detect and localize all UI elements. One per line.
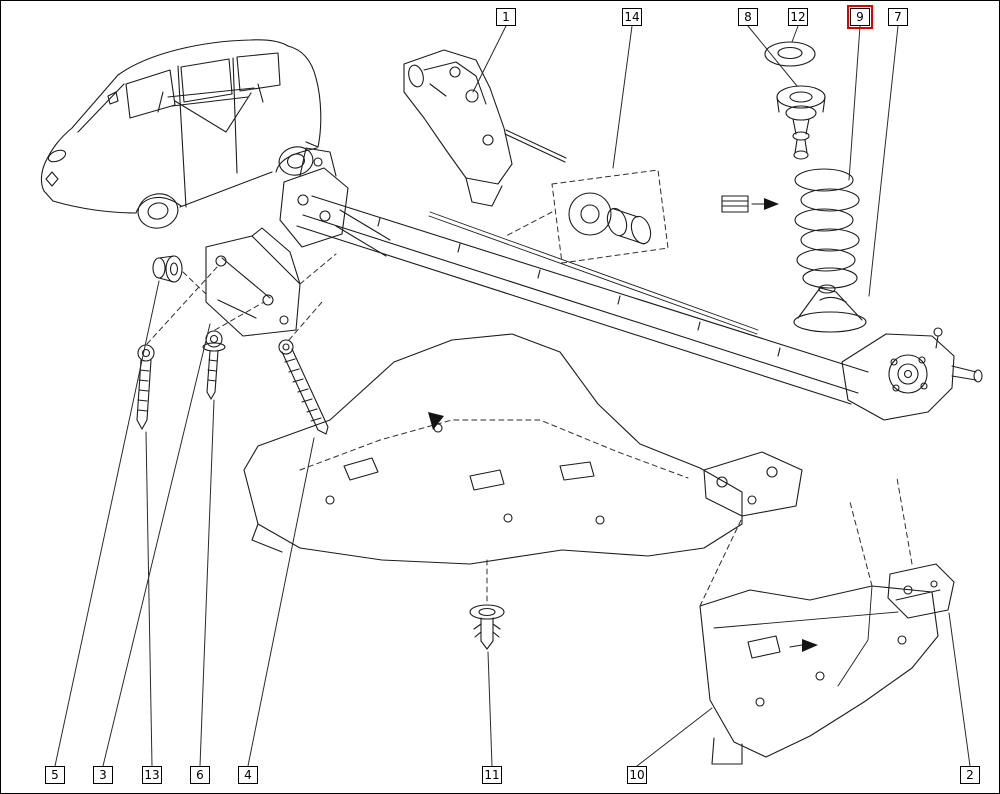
callout-label: 4 bbox=[244, 768, 252, 782]
callout-label: 3 bbox=[99, 768, 107, 782]
spring-pad-with-arrow bbox=[721, 195, 779, 213]
leader-lines bbox=[54, 25, 971, 767]
callout-label: 11 bbox=[484, 768, 500, 782]
callout-part-4[interactable]: 4 bbox=[238, 766, 258, 784]
callout-part-5[interactable]: 5 bbox=[45, 766, 65, 784]
car-illustration bbox=[40, 39, 322, 229]
callout-part-7[interactable]: 7 bbox=[888, 8, 908, 26]
callout-label: 13 bbox=[144, 768, 160, 782]
callout-part-10[interactable]: 10 bbox=[627, 766, 647, 784]
part-5-bushing bbox=[152, 255, 183, 283]
callout-part-9-highlighted[interactable]: 9 bbox=[847, 5, 873, 29]
part-12-cap bbox=[764, 41, 816, 67]
callout-part-2[interactable]: 2 bbox=[960, 766, 980, 784]
callout-part-6[interactable]: 6 bbox=[190, 766, 210, 784]
callout-label: 7 bbox=[894, 10, 902, 24]
rear-axle-beam bbox=[279, 147, 983, 517]
part-8-upper-mount bbox=[776, 85, 826, 160]
part-10-rear-shield bbox=[699, 585, 939, 765]
part-2-bracket bbox=[887, 563, 955, 619]
callout-part-11[interactable]: 11 bbox=[482, 766, 502, 784]
callout-label: 10 bbox=[629, 768, 645, 782]
callout-part-1[interactable]: 1 bbox=[496, 8, 516, 26]
callout-part-3[interactable]: 3 bbox=[93, 766, 113, 784]
callout-label: 5 bbox=[51, 768, 59, 782]
callout-label: 1 bbox=[502, 10, 510, 24]
callout-label: 9 bbox=[856, 10, 864, 24]
part-4-long-bolt bbox=[278, 339, 329, 435]
callout-label: 6 bbox=[196, 768, 204, 782]
callout-part-14[interactable]: 14 bbox=[622, 8, 642, 26]
part-9-coil-spring bbox=[794, 168, 860, 289]
part-3-bracket bbox=[205, 227, 301, 337]
callout-label: 14 bbox=[624, 10, 640, 24]
part-11-push-clip bbox=[469, 559, 505, 650]
part-1-hub-bracket bbox=[403, 49, 567, 207]
callout-label: 8 bbox=[744, 10, 752, 24]
highlighted-axle-in-car bbox=[157, 83, 264, 133]
callout-part-13[interactable]: 13 bbox=[142, 766, 162, 784]
callout-part-12[interactable]: 12 bbox=[788, 8, 808, 26]
underbody-heat-shield bbox=[243, 333, 743, 565]
part-14-bushing-kit bbox=[551, 169, 669, 264]
callout-label: 12 bbox=[790, 10, 806, 24]
part-7-spring-seat bbox=[793, 284, 867, 333]
callout-part-8[interactable]: 8 bbox=[738, 8, 758, 26]
dashed-assembly-lines bbox=[146, 211, 913, 607]
callout-label: 2 bbox=[966, 768, 974, 782]
part-13-bolt bbox=[136, 344, 155, 430]
